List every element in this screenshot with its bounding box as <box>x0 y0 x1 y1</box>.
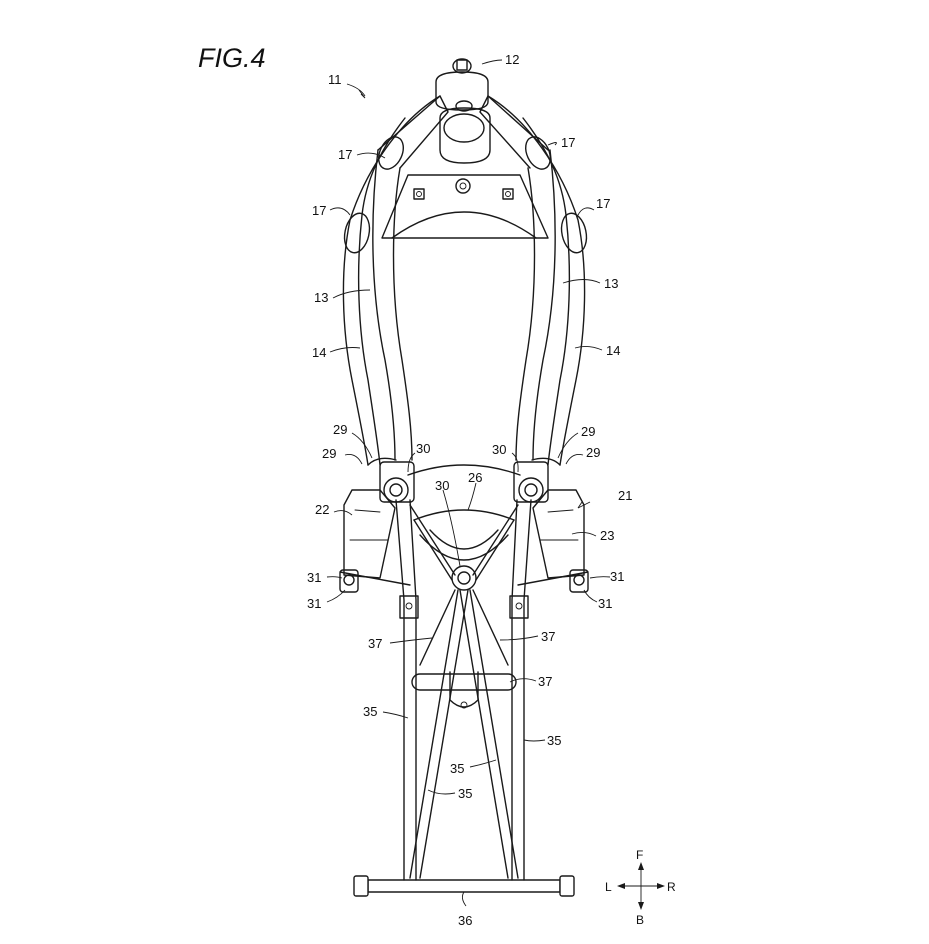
label-29-b: 29 <box>322 446 336 461</box>
main-frame-14 <box>342 95 586 466</box>
cross-member <box>407 464 521 561</box>
label-35-right: 35 <box>547 733 561 748</box>
label-35-center-upper: 35 <box>450 761 464 776</box>
rear-legs <box>395 499 532 881</box>
direction-back: B <box>636 913 644 927</box>
label-35-left: 35 <box>363 704 377 719</box>
label-14-right: 14 <box>606 343 620 358</box>
label-31-upper-left: 31 <box>307 570 321 585</box>
label-21: 21 <box>618 488 632 503</box>
label-17-lower-left: 17 <box>312 203 326 218</box>
direction-indicator: F B L R <box>605 848 676 927</box>
main-frame-13 <box>372 149 556 461</box>
label-13-left: 13 <box>314 290 328 305</box>
label-37-left: 37 <box>368 636 382 651</box>
head-pipe <box>435 58 491 164</box>
label-30-center: 30 <box>435 478 449 493</box>
label-37-bar: 37 <box>538 674 552 689</box>
label-17-upper-right: 17 <box>561 135 575 150</box>
label-29-d: 29 <box>586 445 600 460</box>
label-13-right: 13 <box>604 276 618 291</box>
label-14-left: 14 <box>312 345 326 360</box>
label-29-c: 29 <box>581 424 595 439</box>
label-31-lower-right: 31 <box>598 596 612 611</box>
label-29-a: 29 <box>333 422 347 437</box>
label-31-upper-right: 31 <box>610 569 624 584</box>
reference-numerals: 11 12 17 17 17 17 13 13 14 14 29 29 29 2… <box>307 52 632 928</box>
pivot-brackets <box>367 457 561 591</box>
side-plates <box>339 489 589 586</box>
label-23: 23 <box>600 528 614 543</box>
label-12: 12 <box>505 52 519 67</box>
label-37-right: 37 <box>541 629 555 644</box>
leader-lines <box>326 59 611 907</box>
direction-left: L <box>605 880 612 894</box>
label-30-left: 30 <box>416 441 430 456</box>
label-31-lower-left: 31 <box>307 596 321 611</box>
label-22: 22 <box>315 502 329 517</box>
ground-bar <box>353 875 575 897</box>
direction-right: R <box>667 880 676 894</box>
label-26: 26 <box>468 470 482 485</box>
label-17-lower-right: 17 <box>596 196 610 211</box>
direction-front: F <box>636 848 643 862</box>
label-30-right: 30 <box>492 442 506 457</box>
label-35-center-lower: 35 <box>458 786 472 801</box>
foot-mounts <box>339 569 589 593</box>
figure-title: FIG.4 <box>198 43 266 73</box>
gusset-plate <box>381 174 549 239</box>
label-36: 36 <box>458 913 472 928</box>
label-17-upper-left: 17 <box>338 147 352 162</box>
upper-gussets <box>343 95 588 254</box>
label-11: 11 <box>328 72 342 87</box>
struts-37 <box>409 504 519 709</box>
